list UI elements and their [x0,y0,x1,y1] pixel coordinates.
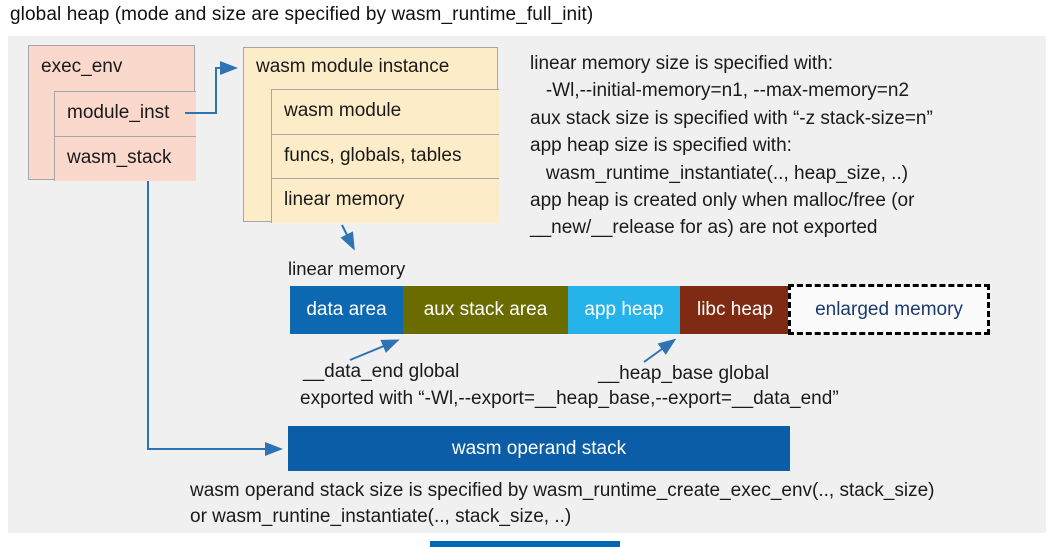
instance-field-funcs-globals-tables: funcs, globals, tables [271,133,499,179]
exec-env-box: exec_env module_inst wasm_stack [28,45,196,181]
diagram-title: global heap (mode and size are specified… [10,4,594,25]
note-line: wasm operand stack size is specified by … [190,480,935,501]
wasm-module-instance-fields: wasm module funcs, globals, tables linea… [271,89,499,223]
note-line: aux stack size is specified with “-z sta… [530,107,933,129]
wasm-operand-stack-bar: wasm operand stack [288,426,790,471]
exec-env-field-wasm-stack: wasm_stack [54,136,196,181]
exec-env-field-module-inst: module_inst [54,91,196,136]
note-line: wasm_runtime_instantiate(.., heap_size, … [530,162,909,184]
notes-operand-stack-size: wasm operand stack size is specified by … [190,478,1040,529]
wasm-module-instance-header: wasm module instance [256,56,450,77]
note-line: app heap is created only when malloc/fre… [530,190,915,212]
segment-data-area: data area [290,286,403,334]
instance-field-wasm-module: wasm module [271,89,499,134]
segment-aux-stack-area: aux stack area [403,286,568,334]
exported-with-note: exported with “-Wl,--export=__heap_base,… [300,388,839,409]
exec-env-header: exec_env [41,56,123,77]
note-line: or wasm_runtine_instantiate(.., stack_si… [190,505,572,527]
notes-linear-memory-sizes: linear memory size is specified with: -W… [530,50,1045,242]
note-line: -Wl,--initial-memory=n1, --max-memory=n2 [530,80,910,102]
footer-accent-strip [430,541,620,547]
linear-memory-label: linear memory [288,258,406,279]
note-line: __new/__release for as) are not exported [530,217,878,239]
instance-field-linear-memory: linear memory [271,178,499,223]
exec-env-fields: module_inst wasm_stack [54,91,196,181]
segment-libc-heap: libc heap [680,286,790,334]
note-line: linear memory size is specified with: [530,53,834,74]
segment-app-heap: app heap [568,286,680,334]
wasm-module-instance-box: wasm module instance wasm module funcs, … [243,47,499,223]
segment-enlarged-memory: enlarged memory [788,284,990,335]
note-line: app heap size is specified with: [530,135,792,157]
heap-base-global-label: __heap_base global [598,363,770,384]
data-end-global-label: __data_end global [303,361,460,382]
